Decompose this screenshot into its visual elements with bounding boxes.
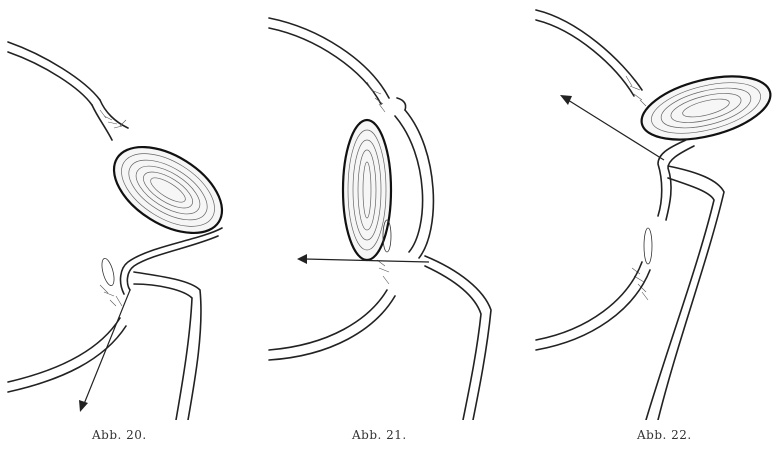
figure-abb-22: Abb. 22. [518, 0, 777, 450]
caption-abb-22: Abb. 22. [637, 428, 692, 442]
eye-diagram-abb-20 [0, 0, 259, 420]
eye-diagram-abb-22 [518, 0, 777, 420]
caption-abb-20: Abb. 20. [92, 428, 147, 442]
lens-abb-20 [99, 129, 237, 250]
figure-abb-21: Abb. 21. [259, 0, 518, 450]
caption-abb-21: Abb. 21. [352, 428, 407, 442]
lens-abb-22 [635, 65, 777, 151]
figure-abb-20: Abb. 20. [0, 0, 259, 450]
lens-abb-21 [343, 120, 391, 260]
eye-diagram-abb-21 [259, 0, 518, 420]
